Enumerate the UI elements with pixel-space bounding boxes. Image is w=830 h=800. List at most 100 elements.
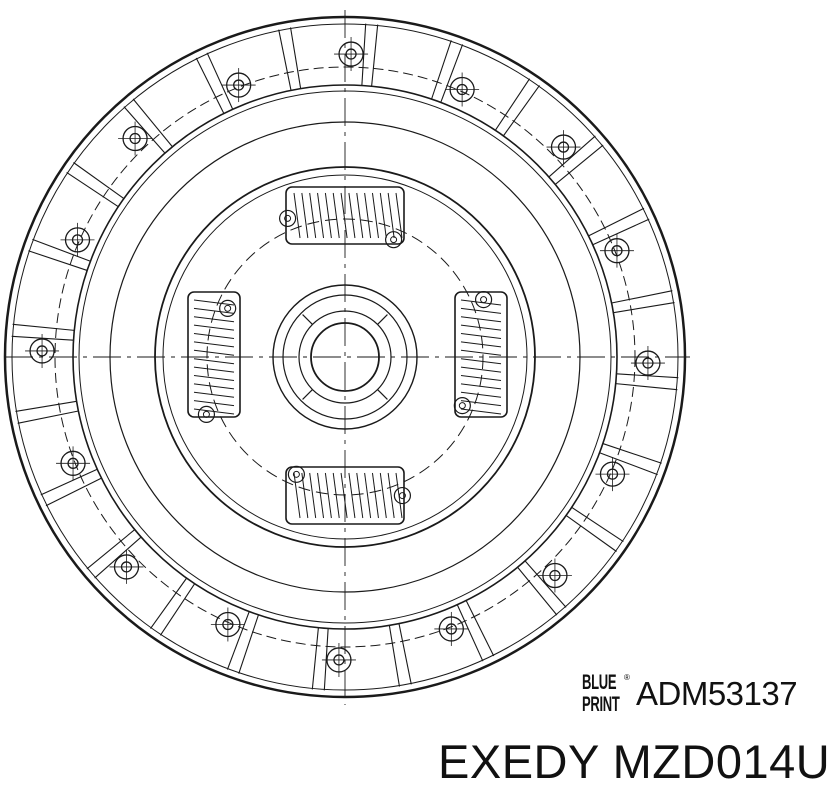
stop-pin	[197, 405, 216, 424]
spring-coil	[356, 472, 364, 519]
spring-coil	[324, 472, 332, 519]
stop-pin-center	[284, 214, 292, 222]
segment-divider	[311, 627, 319, 690]
spring-coil	[193, 316, 235, 323]
spring-coil	[379, 472, 387, 519]
spring-coil	[371, 192, 379, 239]
segment-divider	[431, 40, 452, 100]
stop-pin	[453, 397, 471, 415]
spring-coil	[460, 333, 502, 340]
segment-divider	[45, 477, 102, 507]
segment-divider	[94, 536, 142, 579]
segment-divider	[123, 106, 166, 154]
segment-divider	[465, 600, 495, 657]
part-number: ADM53137	[636, 675, 798, 712]
segment-divider	[588, 207, 645, 237]
spring-coil	[371, 472, 379, 519]
segment-divider	[15, 400, 77, 413]
spring-coil	[193, 383, 235, 390]
segment-divider	[40, 468, 98, 496]
spring-coil	[193, 307, 235, 314]
segment-divider	[571, 506, 624, 543]
logo-line-1: BLUE	[582, 671, 617, 694]
stop-pin	[219, 299, 237, 317]
spring-coil	[193, 391, 235, 398]
segment-divider	[159, 583, 196, 636]
spring-coil	[460, 341, 502, 348]
spring-coil	[340, 472, 348, 519]
segment-divider	[323, 628, 329, 691]
spring-coil	[340, 192, 348, 239]
spring-coil	[379, 192, 387, 239]
spring-coil	[309, 472, 317, 519]
segment-divider	[388, 625, 401, 687]
clutch-disc-diagram	[3, 10, 690, 705]
spring-coil	[387, 472, 395, 519]
segment-divider	[524, 560, 567, 608]
oem-code: MZD014U	[612, 735, 830, 788]
spring-coil	[317, 472, 325, 519]
spring-coil	[193, 349, 235, 356]
hub-body	[282, 294, 408, 420]
segment-divider	[12, 323, 75, 331]
spring-coil	[364, 472, 372, 519]
spring-window	[454, 291, 508, 418]
stop-pin	[474, 290, 493, 309]
segment-divider	[398, 623, 412, 685]
segment-divider	[32, 238, 91, 262]
spring-coil	[460, 400, 502, 407]
segment-divider	[602, 443, 662, 464]
segment-divider	[289, 27, 302, 89]
spring-coil	[460, 374, 502, 381]
spring-coil	[460, 307, 502, 314]
hub-tooth	[302, 314, 313, 325]
segment-divider	[494, 78, 531, 131]
spring-coil	[301, 472, 309, 519]
segment-divider	[456, 604, 484, 662]
spring-coil	[193, 408, 235, 415]
registered-mark: ®	[624, 673, 630, 682]
hub-tooth	[302, 389, 313, 400]
blueprint-logo: BLUE ® PRINT	[582, 672, 634, 720]
hub-tooth	[377, 314, 388, 325]
spring-coil	[460, 366, 502, 373]
spring-coil	[193, 324, 235, 331]
segment-divider	[613, 301, 675, 314]
spring-coil	[193, 299, 235, 306]
segment-divider	[226, 611, 250, 670]
spring-coil	[193, 341, 235, 348]
segment-divider	[195, 57, 225, 114]
segment-divider	[238, 614, 259, 674]
segment-divider	[615, 383, 678, 391]
spring-coil	[193, 333, 235, 340]
segment-divider	[361, 23, 367, 86]
hub-tooth	[377, 389, 388, 400]
spring-coil	[460, 299, 502, 306]
segment-divider	[73, 162, 125, 200]
stop-pin	[278, 209, 297, 228]
spring-coil	[460, 391, 502, 398]
segment-divider	[565, 514, 617, 552]
spring-coil	[348, 192, 356, 239]
segment-divider	[554, 144, 604, 185]
spring-window	[187, 291, 241, 418]
spring-coil	[193, 366, 235, 373]
oem-reference: EXEDY MZD014U	[438, 734, 830, 789]
spring-coil	[460, 408, 502, 415]
segment-divider	[616, 373, 679, 379]
spring-coil	[460, 383, 502, 390]
spring-coil	[324, 192, 332, 239]
segment-divider	[28, 250, 88, 271]
segment-divider	[206, 52, 234, 110]
segment-divider	[11, 335, 74, 341]
segment-divider	[440, 44, 464, 103]
spring-coil	[332, 472, 340, 519]
spring-coil	[193, 358, 235, 365]
segment-divider	[371, 24, 379, 87]
stop-pin-center	[224, 304, 232, 312]
spring-coil	[387, 192, 395, 239]
segment-divider	[517, 566, 558, 616]
spring-coil	[364, 192, 372, 239]
segment-divider	[132, 98, 173, 148]
segment-divider	[66, 171, 119, 208]
